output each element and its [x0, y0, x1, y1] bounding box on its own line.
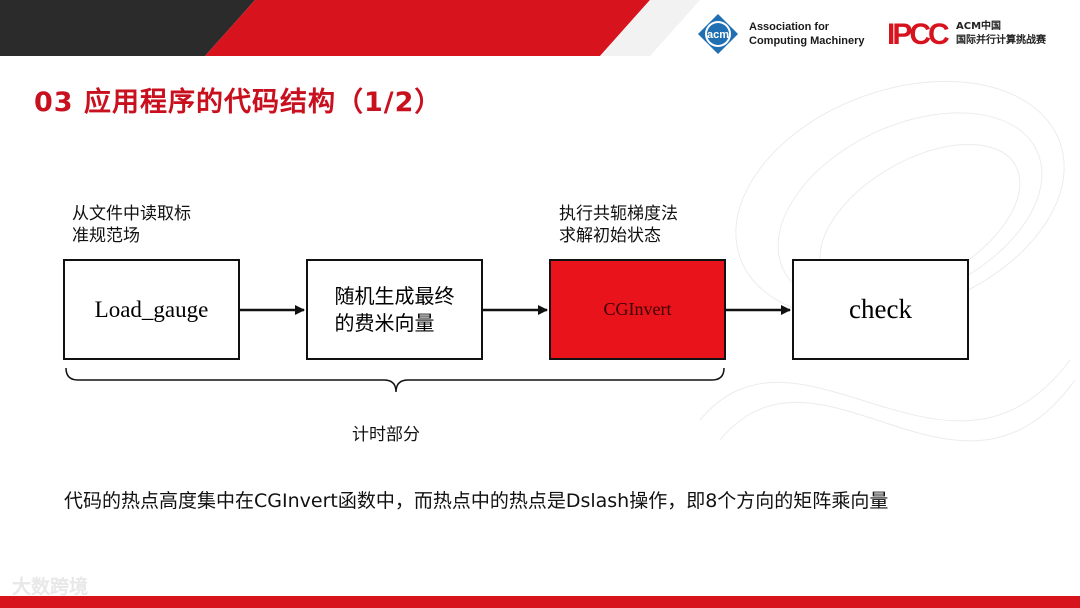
slide-title: 03 应用程序的代码结构（1/2）: [34, 87, 443, 118]
ipcc-logo-icon: IPCC: [887, 18, 950, 51]
timing-label: 计时部分: [352, 425, 420, 445]
check-box: check: [792, 259, 969, 360]
hotspot-note: 代码的热点高度集中在CGInvert函数中，而热点中的热点是Dslash操作，即…: [64, 486, 888, 513]
cginvert-box: CGInvert: [549, 259, 726, 360]
cg-caption: 执行共轭梯度法 求解初始状态: [559, 203, 678, 247]
acm-line-1: Association for: [749, 21, 830, 33]
hotspot-note-text: 代码的热点高度集中在CGInvert函数中，而热点中的热点是Dslash操作，即…: [64, 490, 889, 512]
acm-logo-icon: acm: [698, 14, 738, 54]
check-label: check: [849, 294, 912, 324]
ipcc-line-2: 国际并行计算挑战赛: [956, 35, 1046, 46]
random-gen-label: 随机生成最终 的费米向量: [334, 283, 455, 335]
acm-line-2: Computing Machinery: [749, 35, 865, 47]
cginvert-label: CGInvert: [603, 299, 672, 319]
ipcc-line-1: ACM中国: [956, 21, 1002, 32]
watermark-text: 大数跨境: [12, 576, 89, 598]
load-gauge-label: Load_gauge: [94, 296, 209, 322]
load-caption: 从文件中读取标 准规范场: [72, 203, 191, 247]
random-gen-box: 随机生成最终 的费米向量: [306, 259, 483, 360]
footer-band: [0, 596, 1080, 608]
ipcc-org-name: ACM中国 国际并行计算挑战赛: [956, 20, 1046, 48]
load-gauge-box: Load_gauge: [63, 259, 240, 360]
timing-brace: [65, 367, 725, 393]
load-caption-text: 从文件中读取标 准规范场: [72, 204, 191, 246]
watermark: 大数跨境: [12, 572, 88, 599]
cg-caption-text: 执行共轭梯度法 求解初始状态: [559, 204, 678, 246]
header-band: [0, 0, 1080, 56]
acm-org-name: Association for Computing Machinery: [749, 20, 865, 48]
svg-text:acm: acm: [707, 29, 729, 41]
